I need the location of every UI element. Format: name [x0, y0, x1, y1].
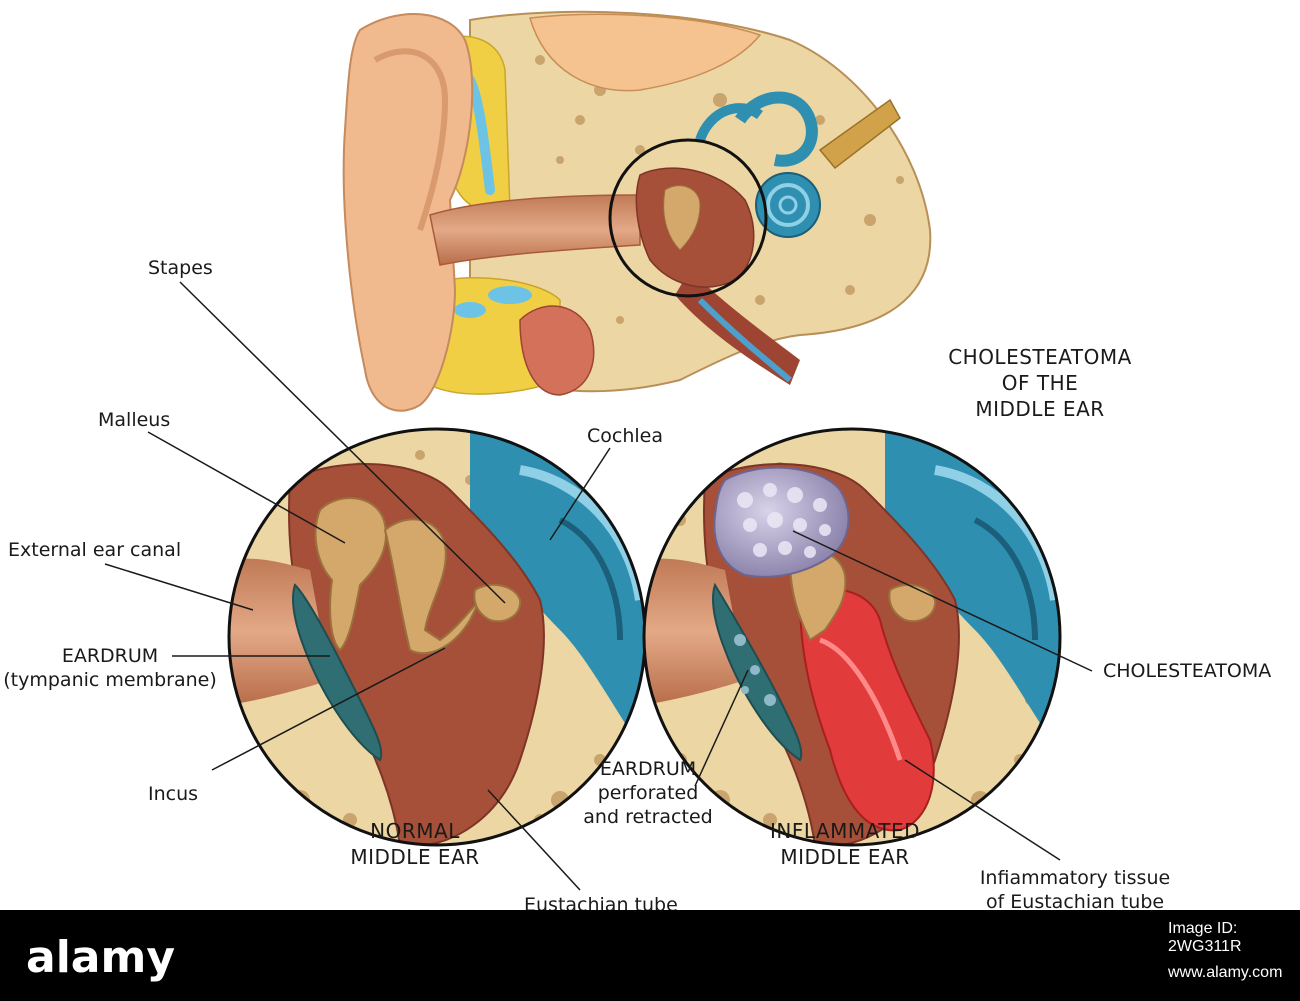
- inner-ear: [695, 91, 821, 238]
- label-cochlea: Cochlea: [587, 425, 663, 447]
- label-eardrum-perforated: EARDRUM perforated and retracted: [583, 758, 713, 828]
- stapes-leader: [179, 281, 506, 604]
- label-normal-middle-ear: NORMAL MIDDLE EAR: [350, 819, 480, 869]
- inflamed-ear-circle: [642, 427, 1062, 847]
- ear-anatomy-illustration: [104, 10, 1093, 891]
- label-malleus: Malleus: [98, 409, 171, 431]
- ear-canal: [429, 194, 641, 266]
- image-id: Image ID: 2WG311R: [1168, 920, 1242, 955]
- label-inflammatory-tissue: Infiammatory tissue of Eustachian tube: [979, 867, 1171, 913]
- pinna: [342, 13, 474, 412]
- eustachian-leader: [487, 789, 581, 891]
- label-stapes: Stapes: [148, 257, 213, 279]
- label-incus: Incus: [148, 783, 199, 805]
- incus-leader: [211, 647, 446, 771]
- label-eardrum: EARDRUM (tympanic membrane): [3, 645, 217, 691]
- alamy-logo: alamy: [26, 932, 175, 982]
- stapes-shape: [473, 583, 522, 623]
- site-url[interactable]: www.alamy.com: [1168, 964, 1283, 981]
- diagram-title: CHOLESTEATOMA OF THE MIDDLE EAR: [948, 345, 1132, 421]
- cholesteatoma-mass: [713, 466, 850, 578]
- cochlea-leader: [549, 447, 611, 541]
- brain-tissue: [529, 13, 762, 92]
- outer-ear-section: [342, 10, 932, 412]
- leader-lines: [104, 281, 1093, 891]
- label-cholesteatoma: CHOLESTEATOMA: [1103, 660, 1272, 682]
- auditory-nerve: [818, 98, 901, 170]
- label-inflamed-middle-ear: INFLAMMATED MIDDLE EAR: [769, 819, 921, 869]
- external-canal-leader: [104, 563, 254, 611]
- svg-text:alamy: alamy: [26, 932, 175, 982]
- zoom-circle: [608, 138, 768, 298]
- inflammatory-tissue-leader: [904, 759, 1061, 861]
- malleus-leader: [147, 431, 346, 544]
- cholesteatoma-leader: [792, 530, 1093, 672]
- eustachian-tube-top: [675, 270, 800, 385]
- label-external-ear-canal: External ear canal: [8, 539, 182, 561]
- eardrum-shape: [292, 583, 383, 762]
- incus-shape: [383, 518, 481, 655]
- eardrum-perforated-leader: [694, 669, 749, 787]
- watermark-footer: alamy Image ID: 2WG311R www.alamy.com: [0, 910, 1300, 1001]
